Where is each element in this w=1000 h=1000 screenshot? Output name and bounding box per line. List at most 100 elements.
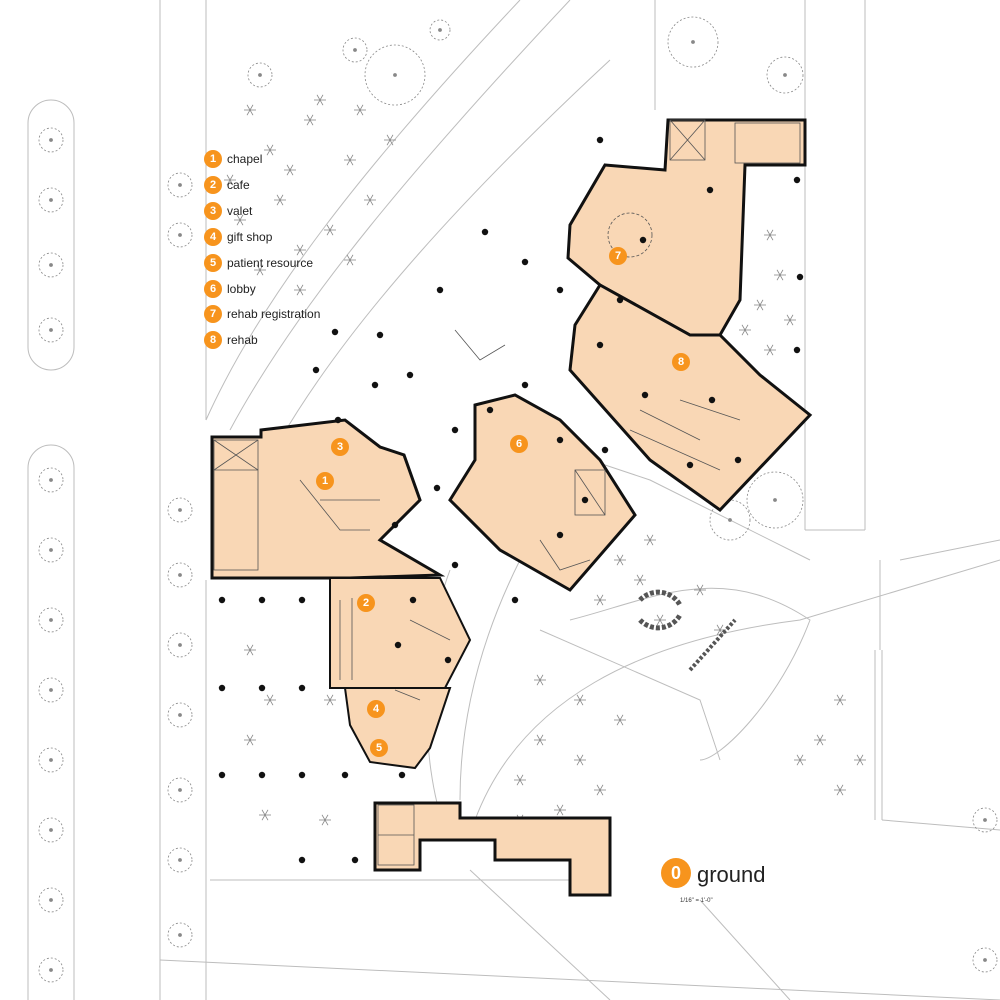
tree-icon — [314, 94, 326, 106]
tree-icon — [167, 222, 193, 248]
tree-trunk — [49, 618, 53, 622]
tree-trunk — [178, 858, 182, 862]
tree-icon — [167, 632, 193, 658]
tree-icon — [384, 134, 396, 146]
building-lobby — [448, 393, 637, 592]
column-dot — [258, 596, 266, 604]
column-dot — [371, 381, 379, 389]
tree-icon — [714, 624, 726, 636]
building-rehab — [568, 282, 813, 512]
drawing-scale: 1/16" = 1'-0" — [680, 898, 713, 904]
column-dot — [616, 296, 624, 304]
column-dot — [406, 371, 414, 379]
tree-icon — [324, 694, 336, 706]
tree-icon — [784, 314, 796, 326]
column-dot — [793, 176, 801, 184]
tree-trunk — [49, 688, 53, 692]
tree-icon — [244, 644, 256, 656]
tree-icon — [167, 847, 193, 873]
column-dot — [734, 456, 742, 464]
tree-icon — [274, 194, 286, 206]
tree-icon — [594, 594, 606, 606]
tree-icon — [38, 252, 64, 278]
column-dot — [312, 366, 320, 374]
tree-icon — [259, 809, 271, 821]
legend-label: cafe — [227, 177, 250, 192]
tree-icon — [38, 887, 64, 913]
tree-icon — [38, 677, 64, 703]
tree-icon — [38, 467, 64, 493]
tree-icon — [38, 537, 64, 563]
tree-icon — [294, 244, 306, 256]
tree-trunk — [691, 40, 695, 44]
tree-trunk — [178, 933, 182, 937]
tree-icon — [634, 574, 646, 586]
tree-trunk — [49, 898, 53, 902]
legend-label: patient resource — [227, 255, 314, 270]
column-dot — [511, 596, 519, 604]
tree-icon — [814, 734, 826, 746]
tree-icon — [574, 754, 586, 766]
column-dot — [486, 406, 494, 414]
north-arrow-icon — [630, 866, 648, 884]
tree-icon — [244, 734, 256, 746]
tree-icon — [354, 104, 366, 116]
tree-icon — [294, 284, 306, 296]
legend-label: lobby — [227, 281, 256, 296]
column-dot — [376, 331, 384, 339]
legend-label: valet — [227, 203, 253, 218]
tree-icon — [764, 344, 776, 356]
tree-icon — [264, 144, 276, 156]
column-dot — [596, 341, 604, 349]
tree-icon — [38, 957, 64, 983]
column-dot — [258, 684, 266, 692]
amphitheater-seating — [638, 589, 737, 672]
tree-trunk — [728, 518, 732, 522]
column-dot — [556, 531, 564, 539]
column-dot — [298, 771, 306, 779]
interior-details — [213, 119, 801, 866]
tree-icon — [766, 56, 804, 94]
tree-icon — [284, 164, 296, 176]
column-dot — [398, 771, 406, 779]
tree-icon — [167, 497, 193, 523]
tree-icon — [834, 694, 846, 706]
tree-icon — [224, 174, 236, 186]
column-dot — [341, 771, 349, 779]
tree-icon — [342, 37, 368, 63]
tree-icon — [834, 784, 846, 796]
tree-icon — [38, 607, 64, 633]
legend-label: gift shop — [227, 229, 273, 244]
tree-trunk — [49, 828, 53, 832]
building-west-wing — [210, 418, 446, 580]
tree-icon — [972, 807, 998, 833]
building-footprints — [210, 118, 813, 897]
tree-icon — [319, 814, 331, 826]
column-dot — [436, 286, 444, 294]
column-dot — [708, 396, 716, 404]
tree-icon — [739, 324, 751, 336]
tree-trunk — [783, 73, 787, 77]
tree-icon — [167, 777, 193, 803]
tree-trunk — [178, 643, 182, 647]
tree-icon — [344, 154, 356, 166]
building-cafe — [329, 577, 472, 689]
column-dot — [298, 684, 306, 692]
tree-trunk — [49, 198, 53, 202]
tree-icon — [38, 817, 64, 843]
room-marker-7: 7 — [609, 247, 627, 265]
tree-trunk — [178, 573, 182, 577]
tree-icon — [854, 754, 866, 766]
tree-icon — [264, 694, 276, 706]
tree-icon — [364, 194, 376, 206]
legend-number-badge: 4 — [204, 227, 222, 246]
column-dot — [433, 484, 441, 492]
column-dot — [451, 561, 459, 569]
tree-icon — [754, 299, 766, 311]
tree-icon — [304, 114, 316, 126]
building-south — [373, 801, 612, 897]
room-marker-2: 2 — [357, 594, 375, 612]
